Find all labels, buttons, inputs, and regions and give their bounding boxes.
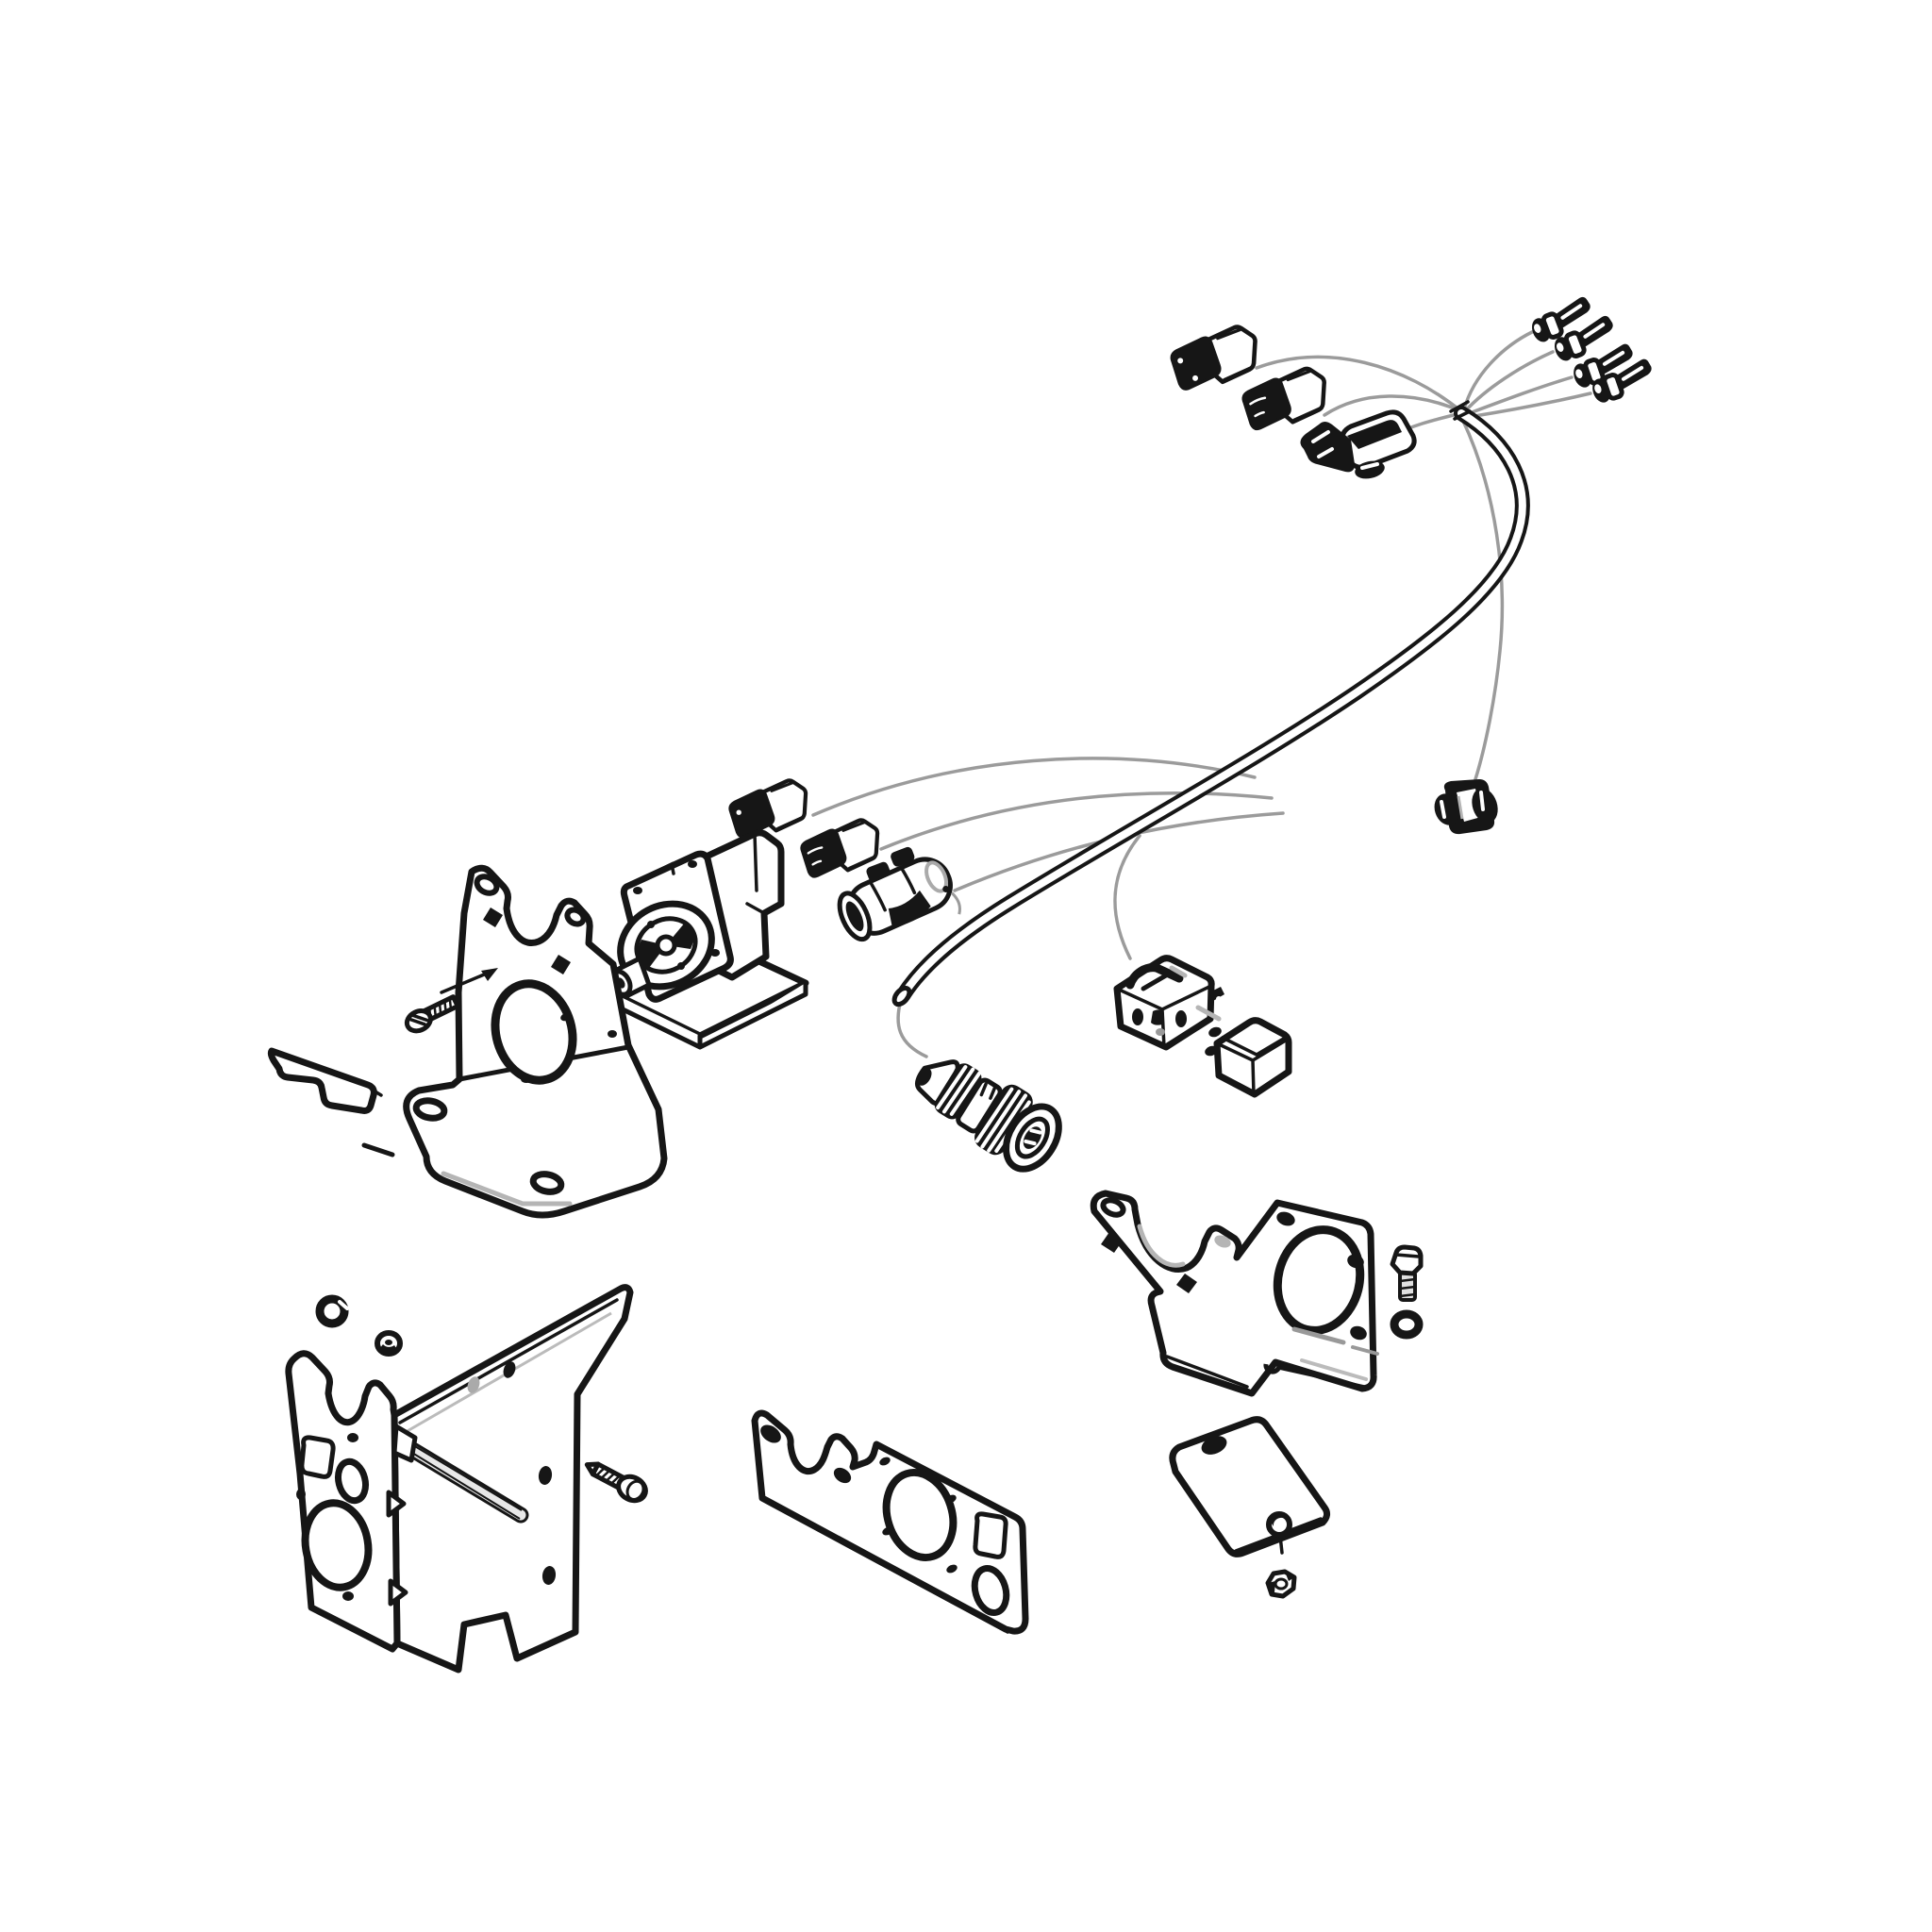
spacer-strip: [267, 1047, 383, 1114]
relay-unit: [1113, 955, 1224, 1051]
pointer-arrow: [440, 968, 498, 994]
connector-cylindrical: [837, 846, 961, 942]
relay-cover-cube: [1205, 1017, 1292, 1098]
lock-washer: [315, 1294, 349, 1328]
connector-shell-c: [1300, 409, 1417, 479]
threaded-rod: [391, 1424, 529, 1524]
mounting-bracket-right: [1090, 1190, 1379, 1397]
hex-nut: [1265, 1569, 1297, 1599]
gasket-plate: [751, 1409, 1029, 1635]
hex-bolt: [1390, 1244, 1424, 1302]
round-connector-plug: [915, 1059, 1062, 1173]
socket-housing: [608, 829, 809, 1050]
harness-cable: [891, 400, 1530, 1008]
connector-plug-e: [802, 820, 877, 876]
o-ring: [1390, 1309, 1424, 1340]
wire-junction: [1449, 400, 1472, 421]
cover-plate: [1169, 1416, 1331, 1557]
cable-open-end: [891, 985, 912, 1008]
connector-plug-a: [1172, 327, 1255, 390]
flange-nut: [375, 1330, 403, 1357]
harness-wires: [811, 330, 1592, 1058]
fixing-screw-center: [584, 1461, 648, 1504]
connector-plug-b: [1243, 369, 1324, 429]
connector-plug-d: [730, 780, 806, 837]
base-plate-assembly: [285, 1284, 634, 1674]
mounting-bracket-left: [361, 864, 668, 1219]
fixing-screw-left: [404, 994, 460, 1034]
cable-grommet: [1434, 779, 1498, 835]
